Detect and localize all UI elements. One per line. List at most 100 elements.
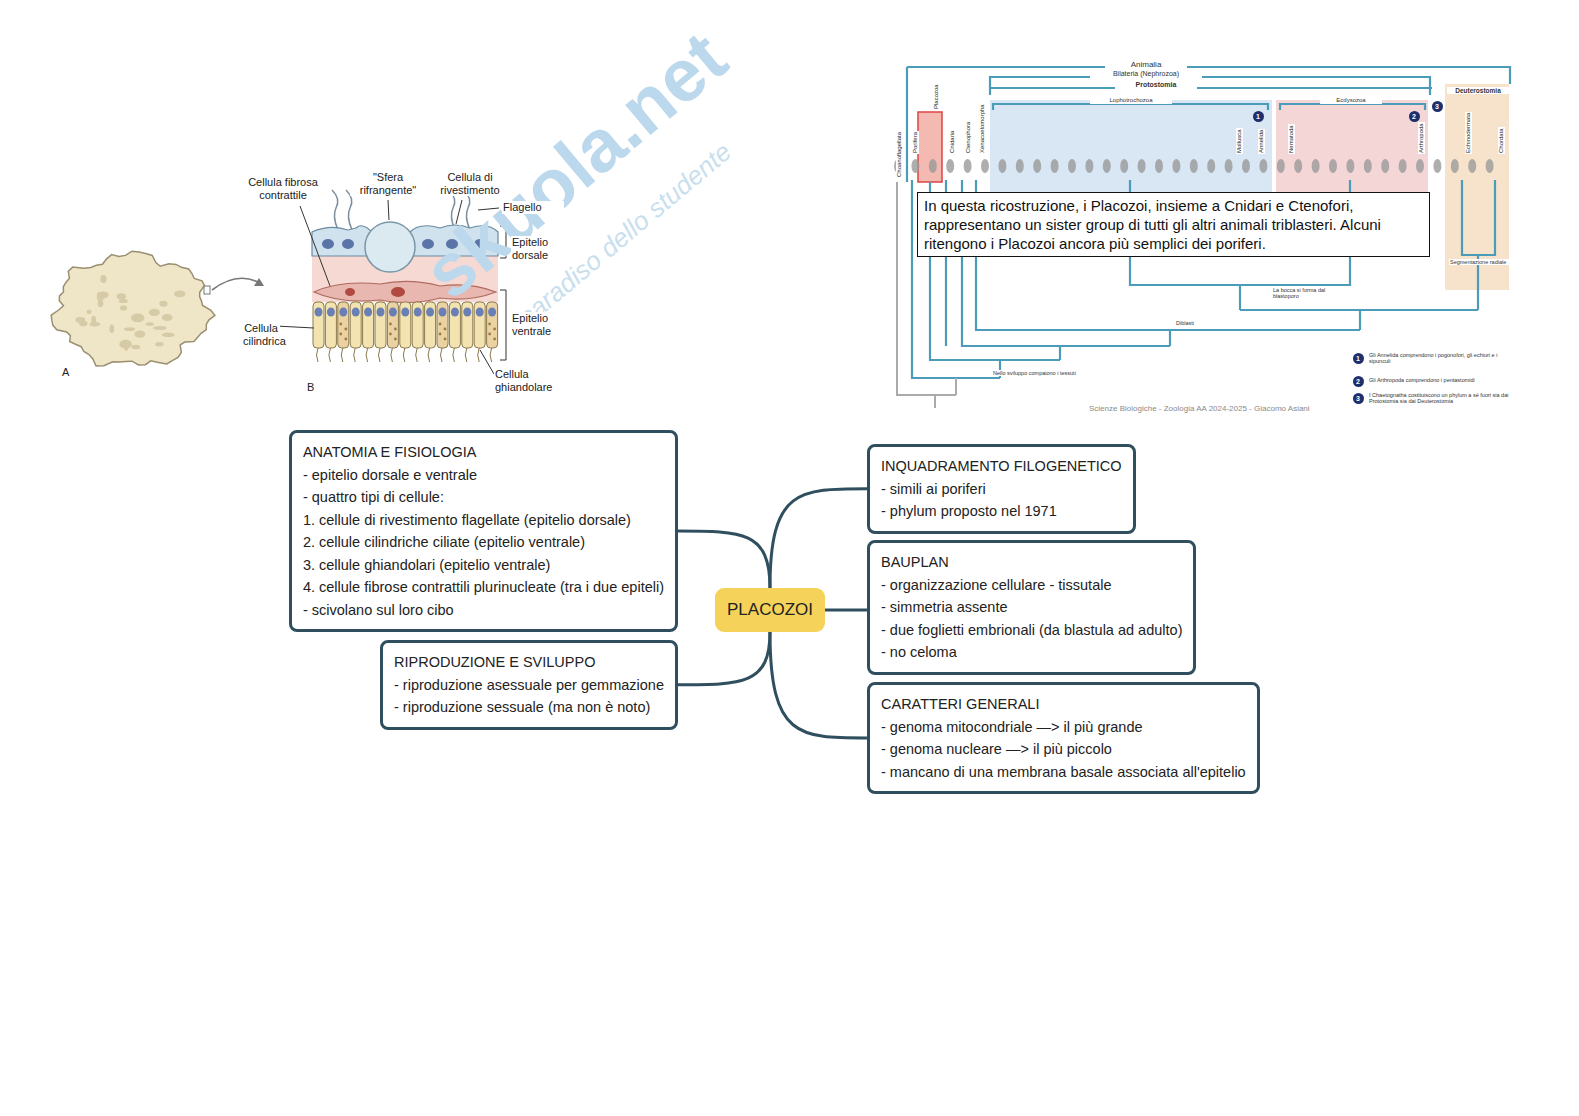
box-text: 1. cellule di rivestimento flagellate (e… [303, 509, 664, 532]
taxon-icon [911, 159, 919, 173]
part-label: "Sfera rifrangente" [350, 171, 426, 196]
taxon-label: Porifera [912, 131, 919, 154]
nucleus [377, 308, 385, 317]
taxon-icon [1294, 159, 1302, 173]
taxon-icon [1329, 159, 1337, 173]
deuterostomia-band [1445, 84, 1509, 290]
taxon-icon [1242, 159, 1250, 173]
taxon-icon [1451, 159, 1459, 173]
taxon-icon [1138, 159, 1146, 173]
part-label: Epitelio dorsale [511, 236, 568, 261]
callout-number: 2 [1353, 376, 1364, 387]
nucleus [315, 308, 323, 317]
leader-line [300, 206, 330, 286]
tree-label: Gli Arthropoda comprendono i pentastomid… [1368, 377, 1510, 383]
taxon-icon [1468, 159, 1476, 173]
taxon-icon [1085, 159, 1093, 173]
tree-label: Bilateria (Nephrozoa) [1090, 70, 1202, 78]
part-label: Epitelio ventrale [511, 312, 573, 337]
part-label: Cellula ghiandolare [494, 368, 566, 393]
part-label: Cellula cilindrica [242, 322, 280, 347]
box-text: In questa ricostruzione, i Placozoi, ins… [924, 196, 1423, 253]
lophotrochozoa-band [990, 100, 1272, 192]
tree-branch [993, 104, 1268, 110]
columnar-cell [412, 302, 423, 348]
granule [389, 333, 392, 336]
granule [344, 328, 347, 331]
leader-line [388, 200, 389, 220]
branch-connector [825, 609, 867, 612]
taxon-label: Xenacoelomorpha [979, 103, 986, 154]
box-text: - no celoma [881, 641, 1182, 664]
columnar-cell [375, 302, 386, 348]
box-heading: CARATTERI GENERALI [881, 693, 1246, 716]
nucleus [426, 308, 434, 317]
nucleus [322, 239, 334, 249]
taxon-icon [946, 159, 954, 173]
taxon-icon [1033, 159, 1041, 173]
body-texture [134, 330, 145, 337]
box-text: - scivolano sul loro cibo [303, 599, 664, 622]
taxon-label: Echinodermata [1465, 112, 1472, 154]
leader-line [500, 290, 506, 360]
taxon-icon [1433, 159, 1441, 173]
taxon-label: Placozoa [933, 83, 940, 110]
nucleus [342, 239, 354, 249]
taxon-label: Mollusca [1236, 128, 1243, 154]
cilium [366, 348, 368, 362]
branch-connector [678, 632, 770, 685]
taxon-icon [981, 159, 989, 173]
body-texture [124, 346, 128, 351]
taxon-label: Annelida [1258, 129, 1265, 154]
trichoplax-body [51, 251, 215, 366]
granule [444, 338, 447, 341]
granule [344, 338, 347, 341]
granule [339, 333, 342, 336]
tree-branch [1059, 346, 1061, 360]
columnar-cell [400, 302, 411, 348]
box-text: - riproduzione sessuale (ma non è noto) [394, 696, 664, 719]
taxon-label: Choanoflagellata [896, 131, 903, 178]
box-heading: INQUADRAMENTO FILOGENETICO [881, 455, 1122, 478]
cilium [379, 348, 381, 362]
body-texture [97, 292, 102, 301]
tree-label: Animalia [1105, 60, 1187, 69]
granule [493, 328, 496, 331]
columnar-cell [350, 302, 361, 348]
taxon-icon [1190, 159, 1198, 173]
cilium [465, 348, 467, 362]
taxon-label: Nematoda [1288, 124, 1295, 154]
nucleus [401, 308, 409, 317]
zoom-arrow [212, 278, 262, 290]
tree-label: Diblasti [1175, 320, 1217, 326]
refractile-sphere [365, 222, 415, 272]
body-texture [155, 342, 163, 346]
cilium [354, 348, 356, 362]
body-texture [149, 309, 160, 316]
columnar-cell [425, 302, 436, 348]
nucleus [327, 308, 335, 317]
body-texture [120, 305, 127, 310]
ecdysozoa-band [1276, 100, 1428, 192]
body-texture [174, 290, 185, 297]
body-texture [100, 275, 106, 283]
tree-branch [990, 77, 1430, 95]
body-texture [87, 310, 92, 314]
taxon-icon [1225, 159, 1233, 173]
tree-branch [906, 67, 908, 182]
part-label: Flagello [502, 201, 564, 214]
cilium [329, 348, 331, 362]
nucleus [391, 287, 405, 297]
box-text: - simili ai poriferi [881, 478, 1122, 501]
taxon-icon [1486, 159, 1494, 173]
nucleus [364, 308, 372, 317]
callout-number: 3 [1353, 393, 1364, 404]
box-text: - simmetria assente [881, 596, 1182, 619]
body-texture [89, 322, 100, 327]
nucleus [439, 308, 447, 317]
tree-label: Segmentazione radiale [1449, 259, 1509, 265]
callout-number: 2 [1409, 111, 1420, 122]
box-text: PLACOZOI [727, 600, 813, 620]
